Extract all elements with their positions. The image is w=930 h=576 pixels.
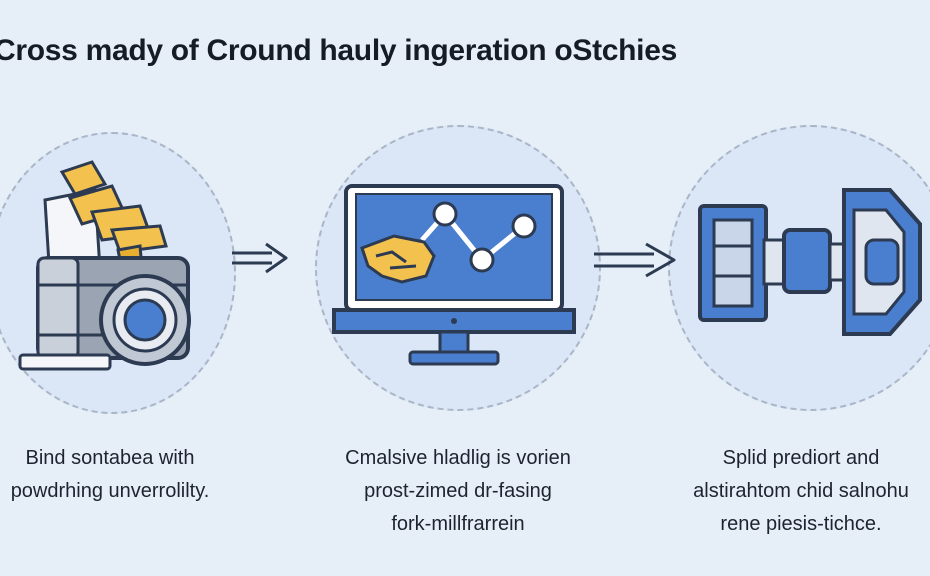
caption-line: powdrhing unverrolilty.	[10, 480, 210, 502]
camera-stack-icon	[18, 160, 191, 371]
arrow-right-icon	[594, 242, 676, 278]
step-1-caption: Bind sontabea with powdrhing unverrolilt…	[0, 442, 240, 508]
diagram-title: Cross mady of Cround hauly ingeration oS…	[0, 34, 677, 67]
arrow-right-icon	[232, 242, 288, 274]
caption-line: prost-zimed dr-fasing	[364, 480, 552, 502]
caption-line: alstirahtom chid salnohu	[693, 480, 909, 502]
caption-line: Splid prediort and	[722, 447, 880, 469]
mechanical-connector-icon	[698, 188, 922, 336]
step-2-caption: Cmalsive hladlig is vorien prost-zimed d…	[312, 442, 604, 541]
caption-line: rene piesis-tichce.	[720, 513, 882, 535]
step-3-caption: Splid prediort and alstirahtom chid saln…	[672, 442, 930, 541]
monitor-chart-icon	[332, 184, 576, 366]
caption-line: Bind sontabea with	[25, 447, 195, 469]
caption-line: Cmalsive hladlig is vorien	[345, 447, 571, 469]
caption-line: fork-millfrarrein	[391, 513, 525, 535]
